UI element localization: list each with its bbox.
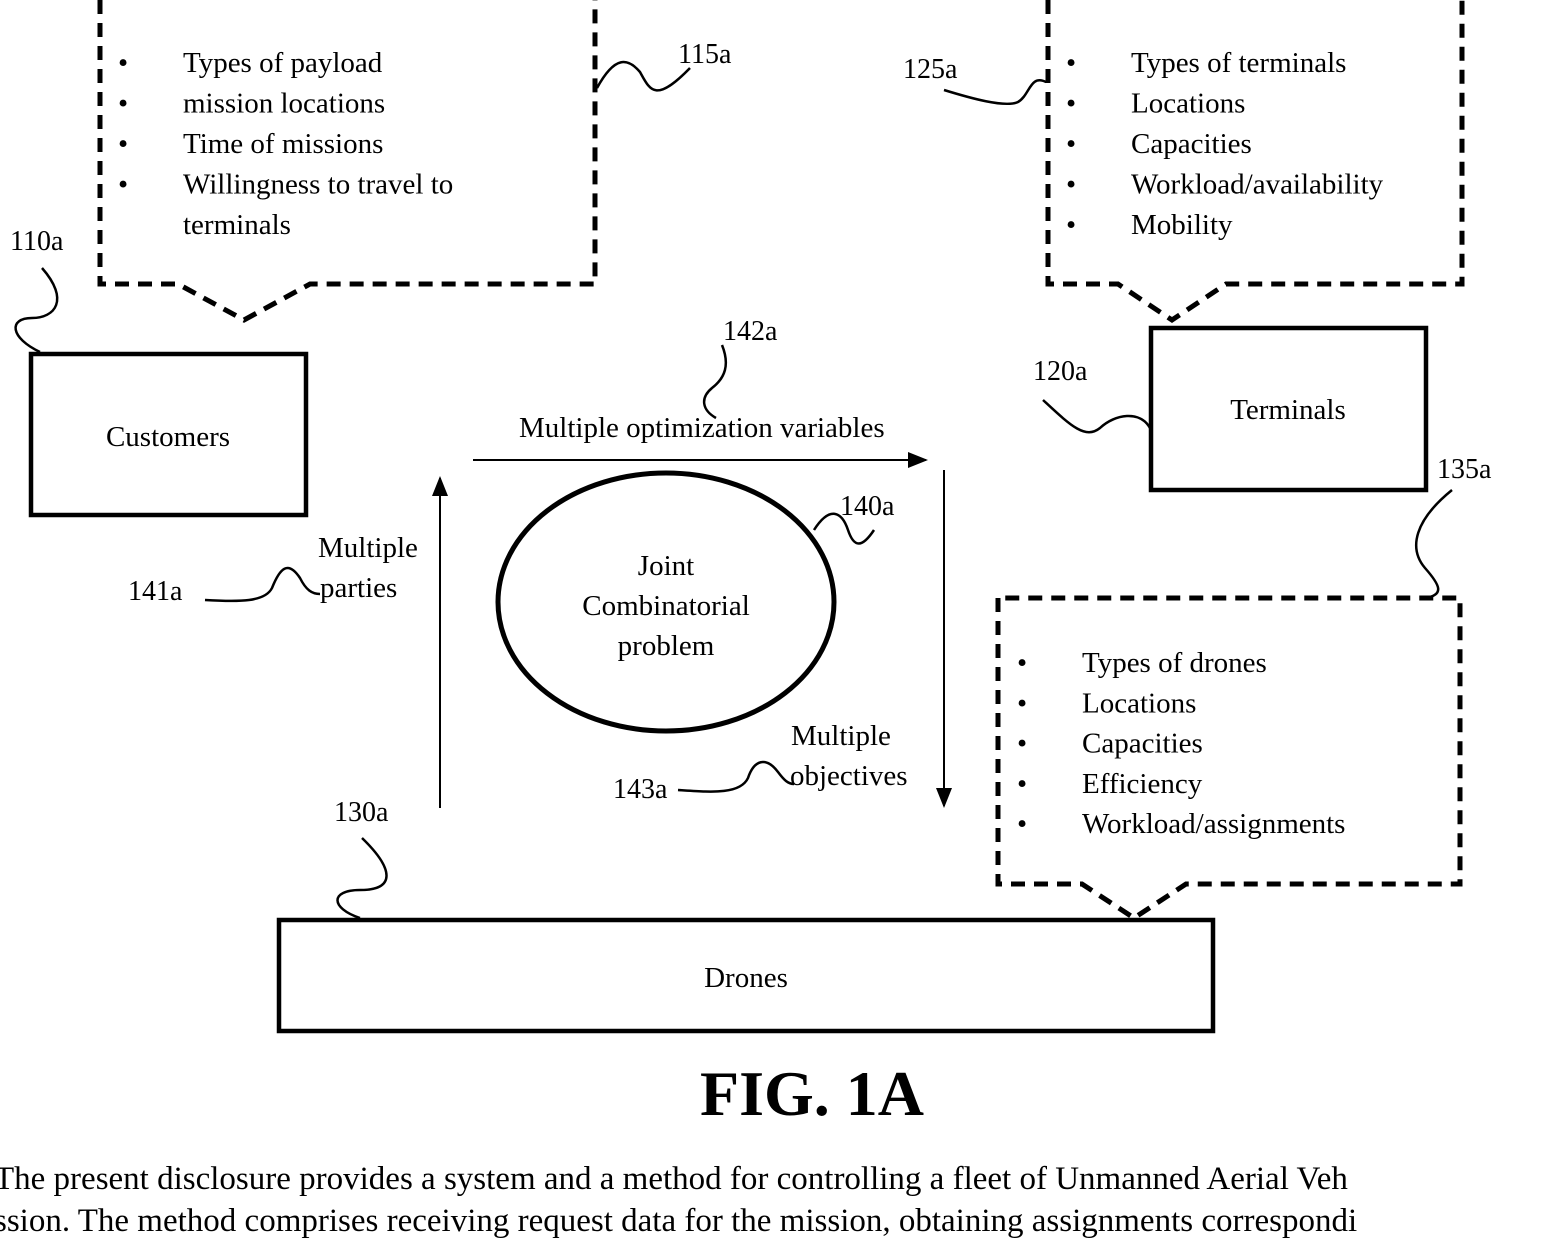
variables-ref-leader: [704, 345, 726, 418]
callout-list-item: Types of drones: [1082, 647, 1267, 679]
bullet-icon: •: [1066, 88, 1076, 120]
bullet-icon: •: [1066, 169, 1076, 201]
bullet-icon: •: [1017, 728, 1027, 760]
callout-list-item: Types of payload: [183, 47, 383, 79]
parties-ref: 141a: [128, 576, 183, 607]
parties-label-line: Multiple: [318, 532, 418, 564]
terminals-ref: 120a: [1033, 356, 1088, 387]
objectives-label-line: Multiple: [791, 720, 891, 752]
callout-list-item: terminals: [183, 209, 291, 241]
objectives-ref-leader: [678, 762, 794, 792]
bullet-icon: •: [118, 47, 128, 79]
terminals-ref-leader: [1043, 400, 1150, 432]
drones-callout-leader: [1416, 490, 1452, 598]
customers-callout-list: • Types of payload • mission locations • Time…: [118, 47, 453, 241]
drones-label: Drones: [704, 962, 788, 994]
bullet-icon: •: [118, 128, 128, 160]
drones-ref-leader: [338, 838, 387, 918]
callout-list-item: Capacities: [1082, 728, 1203, 760]
abstract-text: The present disclosure provides a system…: [0, 1158, 1565, 1242]
abstract-line: The present disclosure provides a system…: [0, 1158, 1565, 1200]
bullet-icon: •: [1066, 209, 1076, 241]
customers-callout-leader: [597, 62, 690, 90]
callout-list-item: Capacities: [1131, 128, 1252, 160]
problem-label-line: Combinatorial: [582, 590, 750, 622]
callout-list-item: Workload/assignments: [1082, 808, 1345, 840]
figure-caption: FIG. 1A: [700, 1058, 924, 1129]
terminals-label: Terminals: [1230, 394, 1346, 426]
bullet-icon: •: [118, 88, 128, 120]
variables-ref: 142a: [723, 316, 778, 347]
parties-label-line: parties: [320, 572, 397, 604]
drones-callout-box: [998, 598, 1460, 918]
callout-list-item: Willingness to travel to: [183, 169, 453, 201]
bullet-icon: •: [118, 169, 128, 201]
callout-list-item: Types of terminals: [1131, 47, 1346, 79]
objectives-label-line: objectives: [790, 760, 908, 792]
customers-ref-leader: [16, 268, 58, 352]
bullet-icon: •: [1017, 808, 1027, 840]
customers-ref: 110a: [10, 226, 64, 257]
bullet-icon: •: [1017, 687, 1027, 719]
parties-ref-leader: [205, 568, 320, 601]
customers-callout-ref: 115a: [678, 39, 732, 70]
callout-list-item: Locations: [1131, 88, 1245, 120]
bullet-icon: •: [1066, 47, 1076, 79]
terminals-callout-list: • Types of terminals • Locations • Capacities…: [1066, 47, 1384, 241]
problem-label-line: problem: [618, 630, 715, 662]
objectives-ref: 143a: [613, 774, 668, 805]
callout-list-item: Mobility: [1131, 209, 1233, 241]
problem-label-line: Joint: [638, 550, 694, 582]
callout-list-item: Locations: [1082, 687, 1196, 719]
drones-callout-list: • Types of drones • Locations • Capacities • Ef…: [1017, 647, 1345, 840]
bullet-icon: •: [1017, 768, 1027, 800]
problem-ref: 140a: [840, 491, 895, 522]
abstract-line: ssion. The method comprises receiving re…: [0, 1200, 1565, 1242]
bullet-icon: •: [1017, 647, 1027, 679]
terminals-callout-ref: 125a: [903, 54, 958, 85]
terminals-callout-leader: [944, 80, 1046, 104]
problem-label: Joint Combinatorial problem: [582, 550, 750, 662]
callout-list-item: Efficiency: [1082, 768, 1203, 800]
callout-list-item: Workload/availability: [1131, 169, 1384, 201]
customers-label: Customers: [106, 421, 230, 453]
variables-label: Multiple optimization variables: [519, 412, 885, 444]
drones-callout-ref: 135a: [1437, 454, 1492, 485]
callout-list-item: mission locations: [183, 88, 385, 120]
callout-list-item: Time of missions: [183, 128, 383, 160]
drones-ref: 130a: [334, 797, 389, 828]
bullet-icon: •: [1066, 128, 1076, 160]
